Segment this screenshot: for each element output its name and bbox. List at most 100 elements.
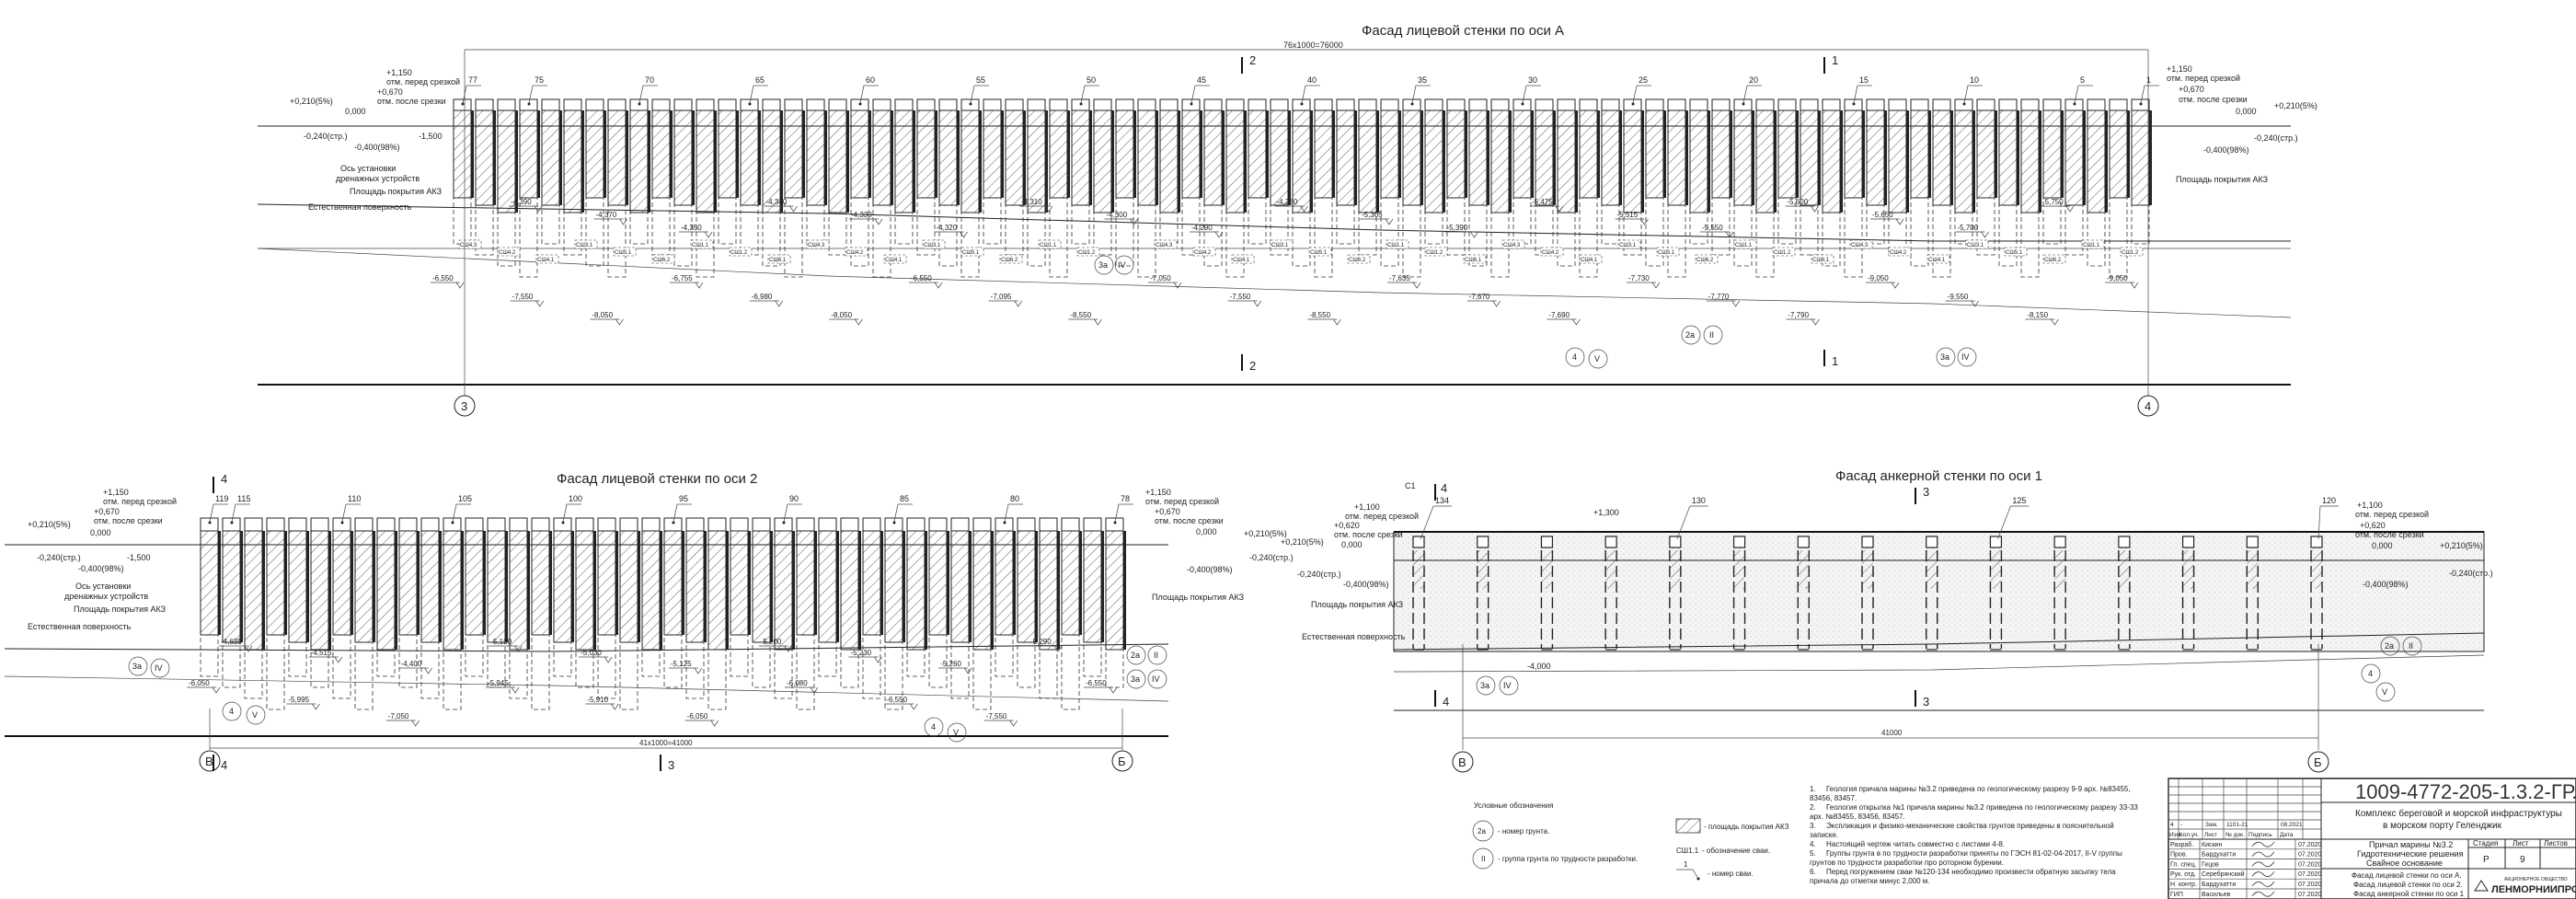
sheet-pile: [1049, 98, 1070, 278]
svg-text:-4,300: -4,300: [1107, 211, 1128, 219]
svg-text:3а: 3а: [1480, 681, 1489, 690]
sheet-pile: [1579, 98, 1600, 278]
svg-text:+0,210(5%): +0,210(5%): [1244, 529, 1287, 538]
dimension-label: 41x1000=41000: [639, 739, 693, 747]
svg-text:-5,260: -5,260: [940, 660, 961, 668]
pile-number-label: 1: [2139, 75, 2159, 106]
pile-number-label: 25: [1631, 75, 1651, 106]
svg-text:-6,550: -6,550: [432, 274, 454, 282]
sheet-pile: [1358, 98, 1379, 256]
svg-text:120: 120: [2322, 496, 2336, 505]
note-item: 3.Экспликация и физико-механические свой…: [1810, 822, 2114, 839]
svg-text:70: 70: [645, 75, 654, 85]
svg-text:СШ4.3: СШ4.3: [808, 243, 825, 248]
svg-text:арх. №83455, 83456, 83457.: арх. №83455, 83456, 83457.: [1810, 813, 1905, 821]
sheet-pile: [1777, 98, 1799, 245]
svg-text:Рук. отд.: Рук. отд.: [2170, 871, 2196, 878]
svg-text:Группы грунта в по трудности р: Группы грунта в по трудности разработки …: [1826, 849, 2122, 858]
elevation-mark: -4,320: [934, 224, 968, 238]
svg-text:Дата: Дата: [2280, 832, 2294, 838]
elevation-mark: -4,340: [764, 198, 798, 213]
sheet-pile: [1976, 98, 1997, 256]
elevation-mark: -4,330: [849, 211, 883, 225]
svg-text:-7,635: -7,635: [1389, 274, 1410, 282]
elevation-mark: -5,200: [758, 638, 792, 652]
sheet-pile: [850, 98, 871, 267]
svg-text:IV: IV: [1503, 681, 1512, 690]
elevation-mark: -4,300: [1104, 211, 1138, 225]
elevation-mark: -7,050: [1148, 274, 1182, 289]
pile-mark: СШ4.2: [1192, 247, 1216, 257]
pile-mark: СШ3.1: [1965, 239, 1989, 249]
svg-text:119: 119: [215, 494, 228, 503]
svg-text:1: 1: [1684, 860, 1688, 869]
svg-text:-9,550: -9,550: [1948, 293, 1969, 301]
pile-mark: СШ1.2: [1772, 247, 1796, 257]
soil-boundary: [4, 675, 1169, 702]
anchor-pile: [1861, 536, 1874, 651]
sheet-pile: [1105, 517, 1126, 688]
view-title: Фасад лицевой стенки по оси А: [1362, 23, 1564, 39]
pile-mark: СШ4.2: [497, 247, 521, 257]
elevation-mark: -6,050: [684, 712, 719, 727]
sheet-pile: [310, 517, 331, 688]
sheet-pile: [938, 98, 960, 267]
svg-text:Пров.: Пров.: [2170, 852, 2188, 859]
svg-text:V: V: [2382, 687, 2387, 697]
svg-text:+0,210(5%): +0,210(5%): [2440, 541, 2483, 550]
svg-text:0,000: 0,000: [1341, 540, 1363, 549]
svg-text:отм. перед срезкой: отм. перед срезкой: [103, 497, 177, 506]
anchor-pile: [1989, 536, 2003, 651]
svg-text:V: V: [252, 710, 258, 720]
svg-text:+0,670: +0,670: [94, 507, 120, 516]
svg-text:-4,340: -4,340: [766, 198, 788, 206]
axis-marker-3: 3: [454, 50, 476, 417]
svg-text:СШ6.2: СШ6.2: [2044, 258, 2062, 263]
svg-text:отм. перед срезкой: отм. перед срезкой: [1345, 512, 1419, 521]
svg-text:-6,080: -6,080: [787, 679, 808, 687]
sheet-pile: [2109, 98, 2130, 278]
svg-text:60: 60: [866, 75, 875, 85]
svg-text:4: 4: [2170, 822, 2174, 828]
sheet-pile: [1083, 517, 1104, 677]
axis-marker-b: Б: [2307, 644, 2329, 773]
pile-mark: СШ1.2: [1424, 247, 1448, 257]
sheet-pile: [553, 517, 574, 677]
svg-text:II: II: [1709, 330, 1714, 340]
drain-axis-label: Ось установки: [340, 164, 396, 173]
svg-text:-6,980: -6,980: [752, 293, 773, 301]
pile-number-label: 60: [858, 75, 879, 106]
svg-text:-5,125: -5,125: [671, 660, 692, 668]
svg-text:II: II: [1154, 651, 1158, 660]
svg-text:-0,400(98%): -0,400(98%): [1187, 565, 1233, 574]
svg-text:IV: IV: [1118, 260, 1126, 270]
elev-after-cut: +0,670: [377, 87, 403, 97]
svg-text:-5,945: -5,945: [488, 679, 509, 687]
svg-text:2а: 2а: [1478, 827, 1486, 836]
sheet-pile: [376, 517, 397, 677]
elevation-mark: -4,390: [509, 198, 543, 213]
svg-text:-4,635: -4,635: [221, 638, 242, 646]
elevation-mark: -6,980: [749, 293, 783, 307]
sheet-pile: [1181, 98, 1202, 256]
mid-elevations: -4,390-4,370-4,350-4,340-4,330-4,320-4,3…: [509, 198, 2075, 238]
pile-number-label: 80: [1003, 494, 1023, 524]
anchor-pile: [1604, 536, 1617, 651]
pile-number-label: 85: [892, 494, 913, 524]
anchor-pile: [1412, 536, 1425, 651]
sheet-pile: [244, 517, 265, 699]
sheet-pile: [1270, 98, 1291, 256]
svg-text:СШ5.1: СШ5.1: [1658, 250, 1675, 256]
elevation-mark: -5,550: [1700, 224, 1734, 238]
left-elevations: +1,150 отм. перед срезкой +0,670 отм. по…: [28, 488, 177, 631]
svg-text:5: 5: [2080, 75, 2085, 85]
svg-text:СШ4.1: СШ4.1: [1233, 258, 1250, 263]
svg-text:СШ1.1: СШ1.1: [1735, 243, 1753, 248]
svg-text:-7,050: -7,050: [1150, 274, 1171, 282]
svg-text:-7,550: -7,550: [512, 293, 534, 301]
svg-text:Экспликация и физико-механичес: Экспликация и физико-механические свойст…: [1826, 822, 2114, 830]
svg-text:СШ6.1: СШ6.1: [1465, 258, 1482, 263]
svg-text:СШ1.2: СШ1.2: [1426, 250, 1443, 256]
